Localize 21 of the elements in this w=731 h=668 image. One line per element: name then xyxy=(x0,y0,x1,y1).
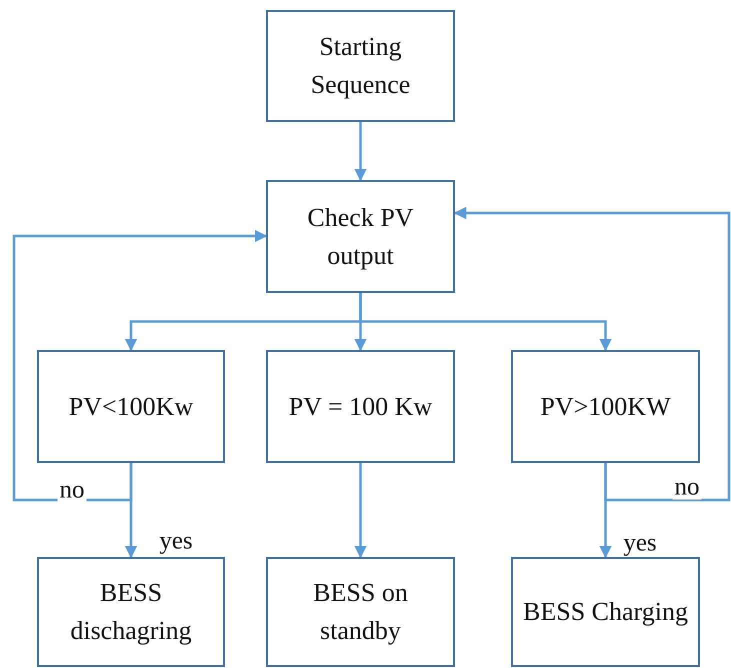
process-box xyxy=(266,10,455,122)
arrow xyxy=(359,293,612,352)
arrow xyxy=(454,206,730,502)
arrow xyxy=(354,122,367,182)
box-label: PV<100Kw xyxy=(68,390,194,423)
process-box xyxy=(37,350,225,463)
arrow xyxy=(12,230,268,502)
box-label: BESS Charging xyxy=(523,596,688,628)
box-label: Starting Sequence xyxy=(310,31,412,101)
box-label: BESS on standby xyxy=(312,577,409,647)
box-label: PV = 100 Kw xyxy=(288,390,432,423)
process-box xyxy=(37,557,225,667)
process-box xyxy=(266,350,455,463)
process-box xyxy=(511,557,700,667)
box-label: PV>100KW xyxy=(540,390,671,423)
process-box xyxy=(266,180,455,293)
process-box xyxy=(266,557,455,667)
process-box xyxy=(511,350,700,463)
box-label: BESS dischagring xyxy=(69,577,193,647)
arrow xyxy=(354,463,367,558)
box-label: Check PV output xyxy=(306,202,415,272)
